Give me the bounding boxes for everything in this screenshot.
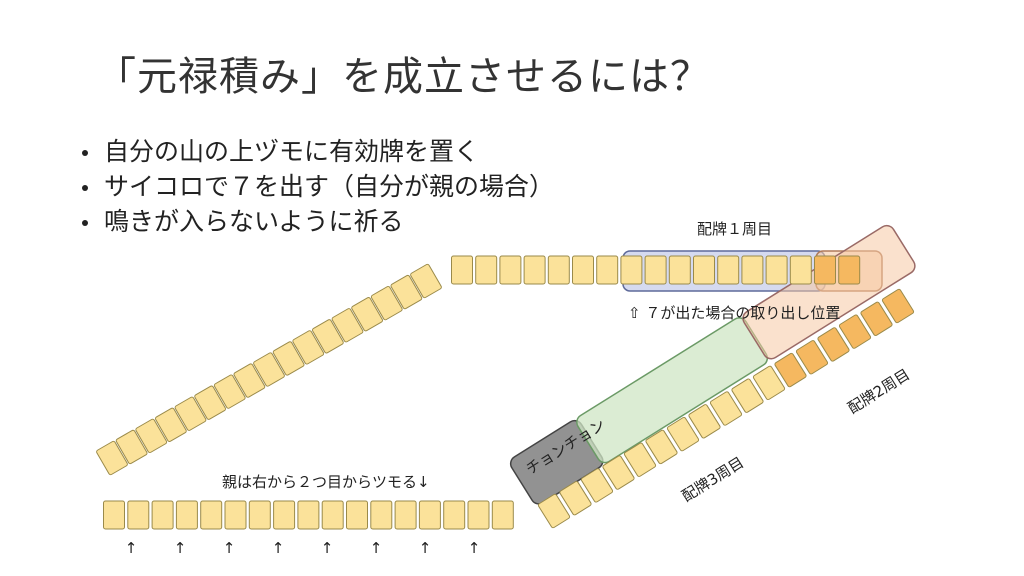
right-wall-tile [537,493,571,529]
draw-order-arrow: ↑ [419,539,432,557]
right-wall-tile [623,442,657,477]
bottom-wall-tile [224,500,247,530]
right-wall-tile [602,455,635,490]
right-wall-tile [817,327,850,362]
left-wall-tile [253,352,285,387]
right-wall-tile [774,352,807,388]
left-wall-tile [390,274,423,310]
left-wall-tile [370,285,403,321]
top-wall-tile [789,255,812,285]
tiles-layer [96,255,915,530]
top-wall-tile [693,255,715,285]
top-wall-tile [499,255,522,285]
top-wall-tile [596,255,619,285]
top-wall-tile [765,255,788,285]
draw-order-arrow: ↑ [321,539,334,557]
bullet-item-3: 鳴きが入らないように祈る [82,204,554,239]
bullet-item-2: サイコロで７を出す（自分が親の場合） [82,169,554,204]
right-wall-tile [559,481,592,516]
right-wall-tile [838,314,872,349]
draw-order-arrow: ↑ [125,539,138,557]
haipai3-label: 配牌3周目 [679,453,748,505]
right-wall-tile [795,340,829,375]
left-wall-tile [115,429,148,465]
bottom-wall-tile [418,500,441,530]
bottom-wall-tile [321,500,344,530]
bottom-wall-tile [127,500,150,530]
pickup-label: ⇧ ７が出た場合の取り出し位置 [628,304,840,322]
dealer-label: 親は右から２つ目からツモる↓ [222,473,430,491]
top-wall-tile [547,255,570,285]
right-wall-tile [709,391,743,426]
slide-title: 「元禄積み」を成立させるには？ [96,54,711,100]
left-wall-tile [351,297,383,332]
right-wall-tile [860,301,893,336]
bottom-wall-tile [175,500,198,530]
top-wall-tile [838,255,861,285]
draw-order-arrow: ↑ [223,539,236,557]
bottom-wall-tile [273,500,296,530]
left-wall-tile [331,308,364,343]
top-wall-tile [620,255,643,285]
top-wall-tile [668,255,691,285]
top-wall-tile [644,255,667,285]
right-wall-tile [731,378,764,413]
top-wall-tile [717,255,740,285]
top-wall-tile [572,255,594,285]
left-wall-tile [272,341,305,376]
haipai1-label: 配牌１周目 [697,220,772,238]
draw-order-arrow: ↑ [174,539,187,557]
left-wall-tile [312,319,344,354]
right-wall-tile [666,416,700,452]
bullet-list: 自分の山の上ヅモに有効牌を置く サイコロで７を出す（自分が親の場合） 鳴きが入ら… [82,134,554,239]
left-wall-tile [233,363,266,398]
bottom-wall-tile [200,500,223,530]
top-wall-tile [523,255,546,285]
bottom-wall-tile [467,500,490,530]
bottom-wall-tile [370,500,393,530]
arrows-layer: ↑ ↑ ↑ ↑ ↑ ↑ ↑ ↑ [125,539,481,557]
bottom-wall-tile [297,500,320,530]
left-wall-tile [135,418,168,454]
bottom-wall-tile [103,500,125,530]
bottom-wall-tile [346,500,368,530]
left-wall-tile [292,330,325,365]
draw-order-arrow: ↑ [272,539,285,557]
bottom-wall-tile [151,500,174,530]
bullet-item-1: 自分の山の上ヅモに有効牌を置く [82,134,554,169]
bottom-wall-tile [443,500,466,530]
draw-order-arrow: ↑ [468,539,481,557]
right-wall-tile [752,365,786,401]
top-wall-tile [814,255,836,285]
left-wall-tile [194,385,226,420]
top-wall-tile [451,255,473,285]
top-wall-tile [741,255,764,285]
left-wall-tile [96,440,128,476]
top-wall-tile [475,255,498,285]
left-wall-tile [155,407,187,442]
bottom-wall-tile [248,500,271,530]
left-wall-tile [174,396,207,431]
left-wall-tile [213,374,246,409]
left-wall-tile [410,263,442,299]
bottom-wall-tile [491,500,514,530]
right-wall-tile [645,429,678,465]
bottom-wall-tile [394,500,417,530]
draw-order-arrow: ↑ [370,539,383,557]
right-wall-tile [688,404,721,439]
right-wall-tile [881,288,915,324]
right-wall-tile [580,468,614,503]
haipai2-label: 配牌2周目 [845,365,914,417]
